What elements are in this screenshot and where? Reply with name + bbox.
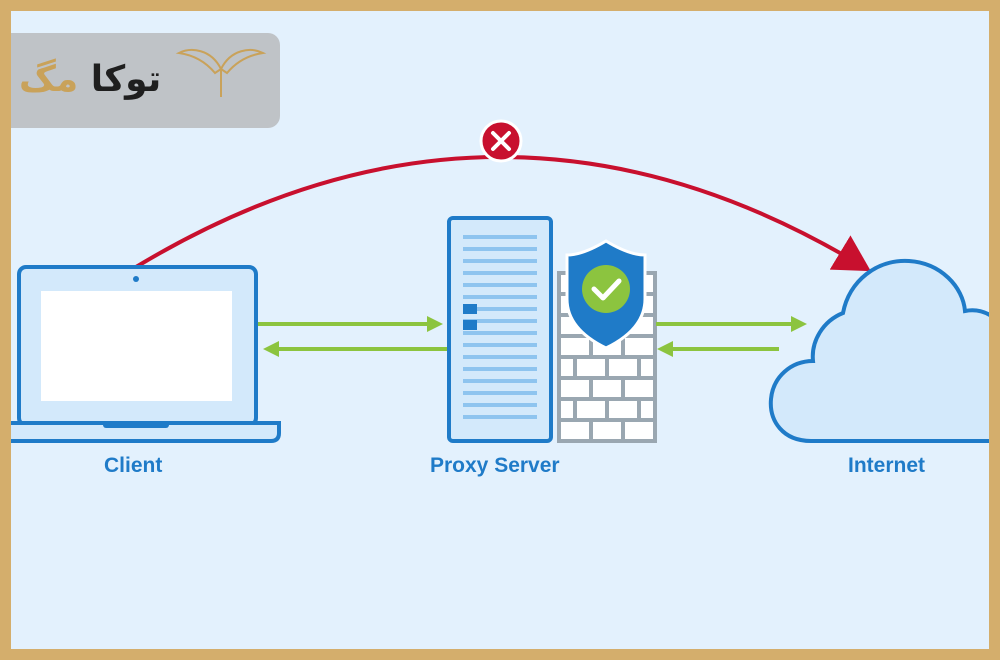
wings-icon xyxy=(175,49,267,97)
proxy-to-internet-arrow xyxy=(656,316,807,332)
proxy-to-client-arrow xyxy=(263,341,447,357)
brand-logo: توکا مگ xyxy=(11,33,280,128)
shield-check-icon xyxy=(565,239,647,350)
x-circle-icon xyxy=(479,119,523,163)
client-to-proxy-arrow xyxy=(258,316,443,332)
internet-to-proxy-arrow xyxy=(657,341,779,357)
laptop-icon xyxy=(11,265,281,443)
proxy-server-label: Proxy Server xyxy=(430,454,560,477)
internet-label: Internet xyxy=(848,454,926,477)
logo-word-dark: توکا xyxy=(90,59,162,100)
logo-word-gold: مگ xyxy=(19,59,79,100)
network-diagram xyxy=(11,119,989,443)
logo-text: توکا مگ xyxy=(19,59,161,100)
server-icon xyxy=(447,216,553,443)
cloud-icon xyxy=(768,258,989,443)
client-label: Client xyxy=(104,454,163,477)
